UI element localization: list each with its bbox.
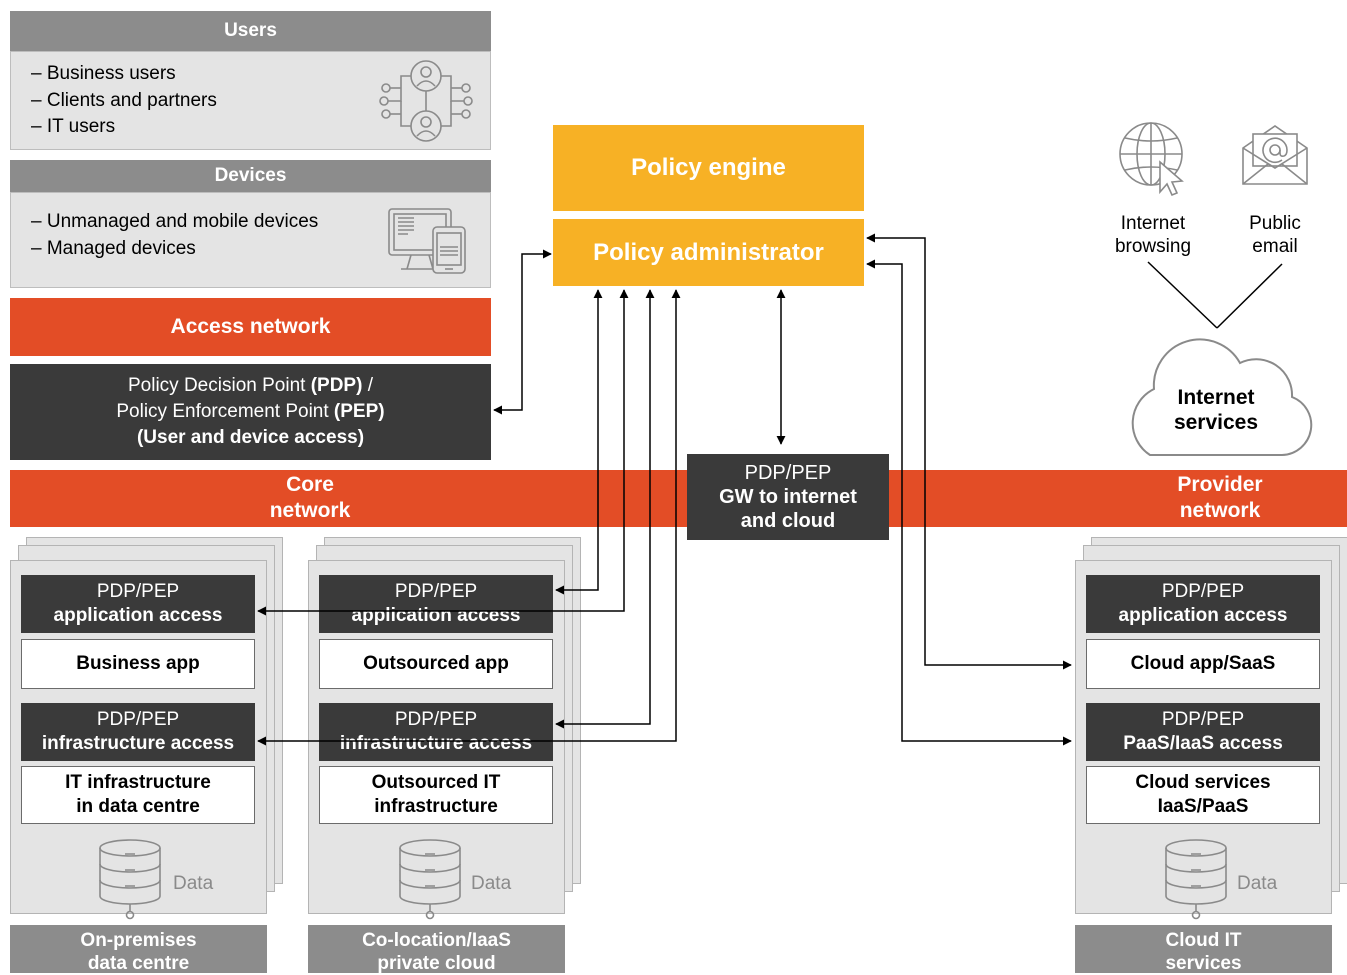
database-icon: [1165, 839, 1227, 920]
devices-icon: [388, 208, 466, 274]
list-item: – Managed devices: [31, 237, 196, 259]
cloud-icon: [1131, 261, 1313, 456]
users-panel: – Business users – Clients and partners …: [10, 51, 491, 150]
list-item: – Business users: [31, 63, 176, 84]
gateway-title-2: and cloud: [740, 510, 836, 532]
users-network-icon: [379, 60, 473, 142]
data-label: Data: [471, 873, 512, 894]
cloud-app-saas-box: Cloud app/SaaS: [1086, 639, 1320, 689]
data-label: Data: [1237, 873, 1278, 894]
outsourced-app-box: Outsourced app: [319, 639, 553, 689]
policy-engine-box: Policy engine: [553, 125, 864, 211]
gateway-pdp-pep-box: PDP/PEP GW to internet and cloud: [687, 454, 889, 540]
globe-cursor-icon: [1119, 122, 1184, 197]
database-icon: [99, 839, 161, 920]
list-item: – Unmanaged and mobile devices: [31, 211, 319, 232]
access-network-bar: Access network: [10, 298, 491, 356]
pdp-subtitle: (User and device access): [136, 427, 365, 448]
policy-administrator-box: Policy administrator: [553, 219, 864, 286]
list-item: – Clients and partners: [31, 89, 217, 111]
pdp-line: Policy Decision Point (PDP) /: [128, 375, 373, 396]
business-app-box: Business app: [21, 639, 255, 689]
list-item: – IT users: [31, 116, 116, 137]
pep-line: Policy Enforcement Point (PEP): [116, 401, 385, 422]
devices-panel: – Unmanaged and mobile devices – Managed…: [10, 192, 491, 288]
users-header: Users: [10, 11, 491, 51]
email-icon: [1242, 125, 1308, 185]
pdp-pep-user-device-box: Policy Decision Point (PDP) / Policy Enf…: [10, 364, 491, 460]
devices-header: Devices: [10, 160, 491, 192]
devices-list: – Unmanaged and mobile devices – Managed…: [31, 209, 318, 262]
gateway-type: PDP/PEP: [744, 462, 832, 484]
database-icon: [399, 839, 461, 920]
users-list: – Business users – Clients and partners …: [31, 61, 217, 141]
arrow-admin-cloud-app: [866, 233, 1072, 670]
data-label: Data: [173, 873, 214, 894]
arrow-pdp-user-admin: [493, 249, 552, 415]
gateway-title: GW to internet: [719, 486, 857, 508]
